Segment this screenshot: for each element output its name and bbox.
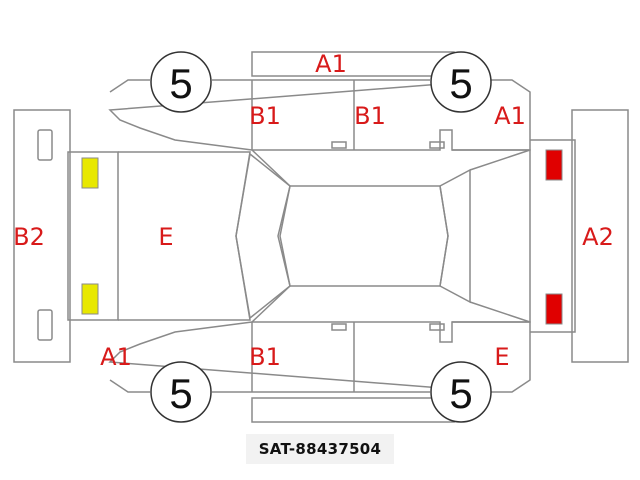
label-hood: E (158, 223, 173, 251)
tire-front-top (150, 51, 212, 113)
label-left-rear-door: B1 (354, 102, 386, 130)
door-handle-top-rear (429, 141, 445, 149)
tire-rear-top (430, 51, 492, 113)
label-roof-top-edge: A1 (315, 50, 347, 78)
label-right-front-door: B1 (249, 343, 281, 371)
label-right-front-fender: A1 (100, 343, 132, 371)
vehicle-code-label: SAT-88437504 (246, 434, 394, 464)
roof-panel (279, 185, 449, 287)
tire-grade-rear-bottom: 5 (449, 370, 472, 417)
rear-lamp-top (545, 149, 563, 181)
label-left-rear-quarter: A1 (494, 102, 526, 130)
rear-window (439, 168, 471, 304)
body-side-top (108, 79, 531, 151)
door-handle-bottom-rear (429, 323, 445, 331)
front-lamp-bottom (81, 283, 99, 315)
tire-rear-bottom (430, 361, 492, 423)
rear-panel (530, 139, 576, 333)
tire-grade-front-top: 5 (169, 60, 192, 107)
front-bumper-slot-bottom (37, 309, 53, 341)
front-bumper-slot-top (37, 129, 53, 161)
front-bumper-outline (13, 109, 71, 363)
label-left-front-door: B1 (249, 102, 281, 130)
label-rear-bumper: A2 (582, 223, 614, 251)
tire-grade-front-bottom: 5 (169, 370, 192, 417)
rear-bumper-outline (571, 109, 629, 363)
door-handle-bottom-front (331, 323, 347, 331)
hood-outline (118, 151, 251, 321)
a-pillar-top (251, 149, 291, 187)
tire-grade-rear-top: 5 (449, 60, 472, 107)
label-right-rear-quarter: E (494, 343, 509, 371)
label-front-bumper: B2 (13, 223, 45, 251)
roof-rail-bottom (251, 397, 455, 423)
door-handle-top-front (331, 141, 347, 149)
tire-front-bottom (150, 361, 212, 423)
rear-lamp-bottom (545, 293, 563, 325)
roof-rail-top (251, 51, 455, 77)
body-side-bottom (108, 321, 531, 393)
a-pillar-bottom (251, 285, 291, 323)
front-lamp-top (81, 157, 99, 189)
trunk-outline (452, 149, 531, 323)
